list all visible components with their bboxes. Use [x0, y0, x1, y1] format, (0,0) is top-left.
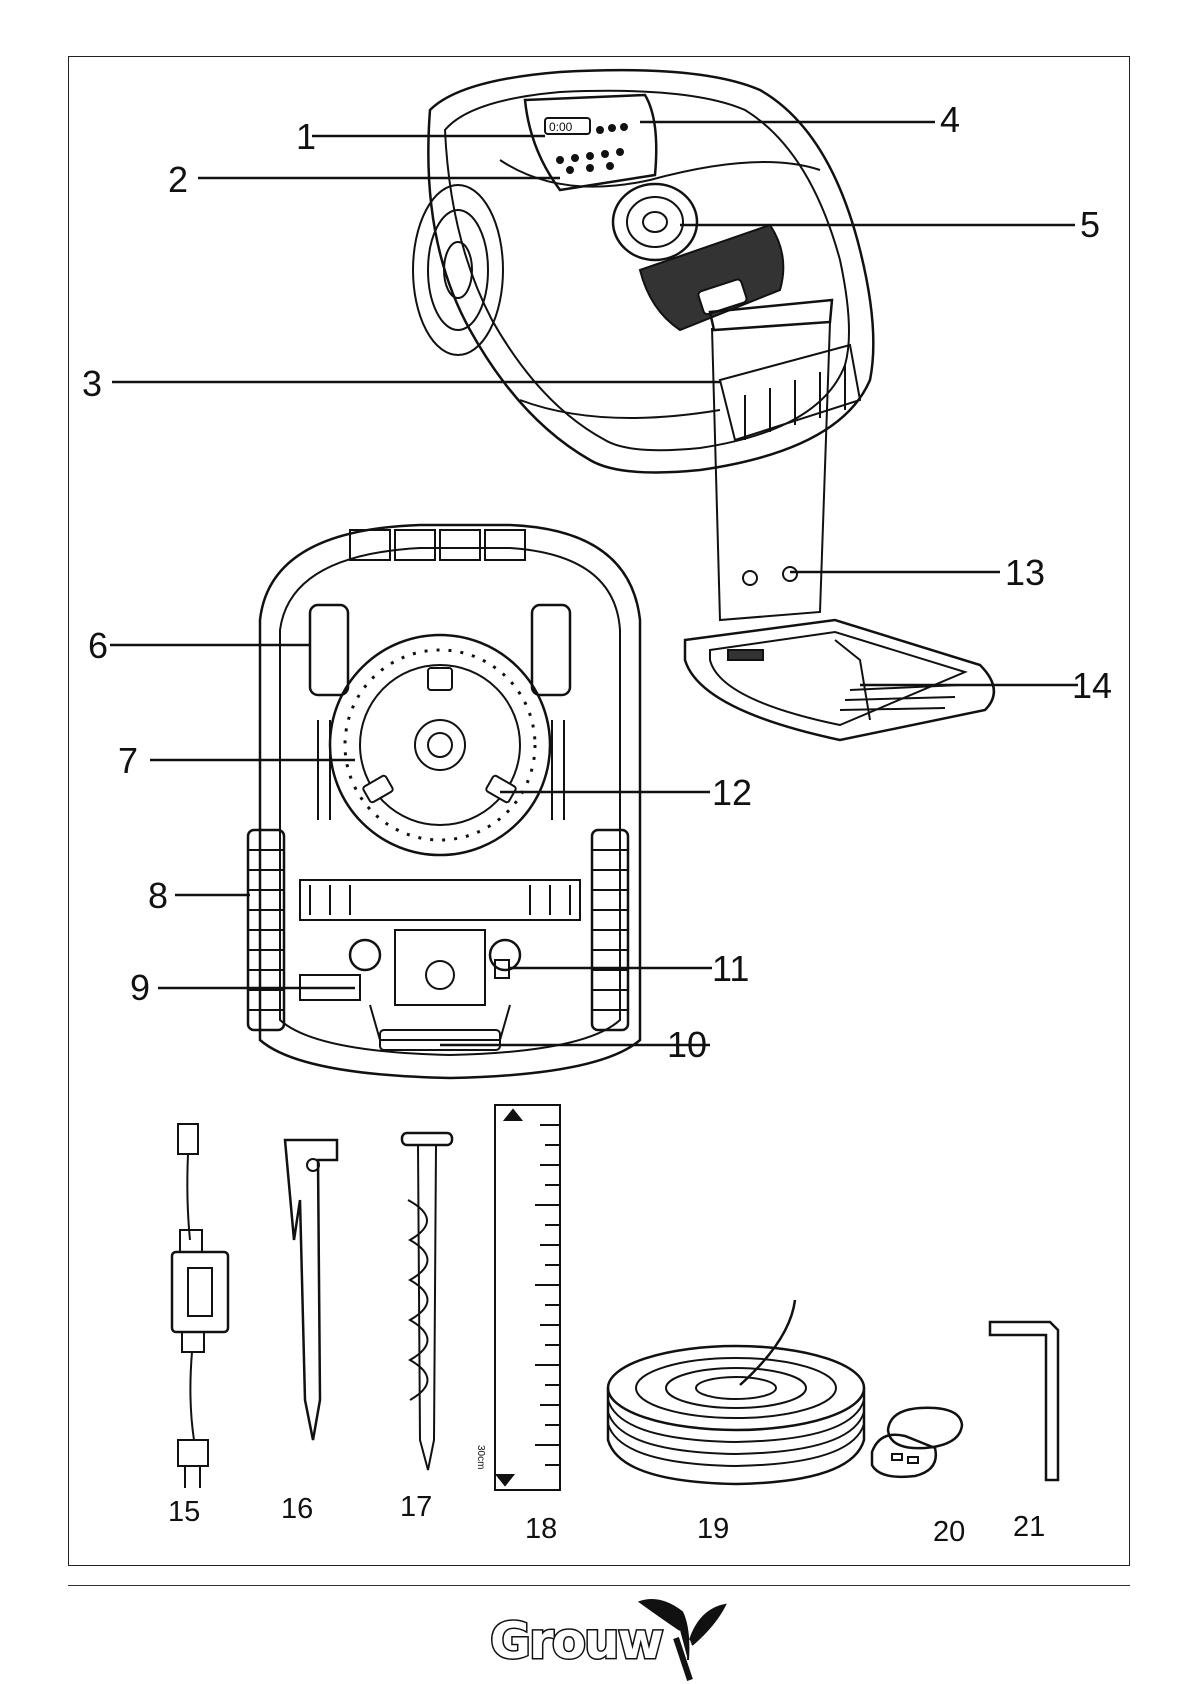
callout-18: 18: [525, 1515, 557, 1544]
callout-12: 12: [712, 775, 752, 811]
callout-13: 13: [1005, 555, 1045, 591]
brand-logo: Grouw ®: [490, 1590, 720, 1680]
callout-6: 6: [88, 628, 108, 664]
front-bumper: [720, 345, 860, 440]
callout-14: 14: [1072, 668, 1112, 704]
callout-21: 21: [1013, 1513, 1045, 1542]
blade-top: [428, 668, 452, 690]
logo-text: Grouw: [490, 1612, 662, 1670]
callout-9: 9: [130, 970, 150, 1006]
mower-top-view: 0:00: [413, 70, 873, 472]
ruler-label: 30cm: [475, 1445, 486, 1469]
wire-peg: [285, 1140, 337, 1440]
leader-lines-top: [112, 122, 1075, 382]
upper-left-wheel: [310, 605, 348, 695]
cutting-height-knob: [613, 184, 697, 260]
charging-station: [685, 300, 994, 740]
callout-4: 4: [940, 102, 960, 138]
rear-wheel-left: [248, 830, 284, 1030]
callout-19: 19: [697, 1515, 729, 1544]
rear-wheel-top: [413, 185, 503, 355]
callout-8: 8: [148, 878, 168, 914]
rear-tread-top: [350, 530, 525, 560]
boundary-wire-coil: [608, 1300, 864, 1484]
callout-15: 15: [168, 1498, 200, 1527]
mower-underside: [248, 525, 640, 1078]
hex-key: [990, 1322, 1058, 1480]
spiral-peg: [402, 1133, 452, 1470]
upper-right-wheel: [532, 605, 570, 695]
wire-connector: [872, 1408, 962, 1477]
callout-11: 11: [712, 951, 749, 987]
callout-7: 7: [118, 743, 138, 779]
trademark-symbol: ®: [698, 1618, 707, 1632]
callout-17: 17: [400, 1493, 432, 1522]
leader-lines-underside: [110, 645, 712, 1045]
power-adapter: [172, 1124, 228, 1488]
callout-10: 10: [667, 1027, 707, 1063]
measuring-ruler: [495, 1105, 560, 1490]
control-panel: 0:00: [525, 95, 656, 190]
callout-20: 20: [933, 1518, 965, 1547]
callout-2: 2: [168, 162, 188, 198]
footer-divider: [68, 1585, 1130, 1586]
svg-text:0:00: 0:00: [549, 120, 573, 134]
callout-16: 16: [281, 1495, 313, 1524]
rear-wheel-right: [592, 830, 628, 1030]
callout-1: 1: [296, 119, 316, 155]
callout-3: 3: [82, 366, 102, 402]
callout-5: 5: [1080, 207, 1100, 243]
